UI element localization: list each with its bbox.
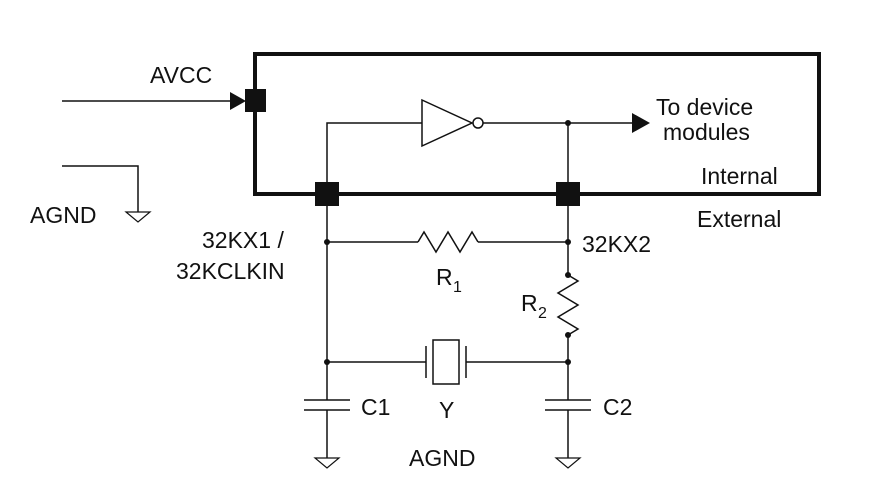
c1-label: C1 (361, 394, 391, 420)
pin-32kx1-label-line2: 32KCLKIN (176, 258, 285, 284)
inverter-icon (421, 98, 474, 148)
avcc-label: AVCC (150, 62, 213, 88)
r2-label: R (521, 290, 538, 316)
r1-label: R (436, 264, 453, 290)
pin-32kx2 (556, 182, 580, 206)
avcc-pin (245, 89, 266, 112)
agnd-bottom-label: AGND (409, 445, 476, 471)
inverter-input-wire (326, 122, 422, 194)
pin-32kx1-label-line1: 32KX1 / (202, 227, 284, 253)
r2-resistor-icon (556, 274, 580, 336)
to-device-arrow (632, 113, 650, 133)
crystal-label: Y (439, 397, 455, 423)
c2-ground-icon (554, 457, 582, 469)
r1-subscript: 1 (453, 279, 462, 296)
inverter-bubble (472, 117, 484, 129)
agnd-left-label: AGND (30, 202, 97, 228)
agnd-left-wire (62, 165, 139, 212)
c1-ground-icon (313, 457, 341, 469)
agnd-left-ground-icon (124, 211, 152, 223)
c2-label: C2 (603, 394, 633, 420)
internal-label: Internal (701, 163, 778, 189)
external-label: External (697, 206, 782, 232)
avcc-arrow (230, 92, 246, 110)
to-device-label-line2: modules (663, 119, 750, 145)
to-device-label-line1: To device (656, 94, 754, 120)
pin-32kx2-label: 32KX2 (582, 231, 652, 257)
chip-boundary (253, 52, 821, 196)
r1-resistor-icon (417, 230, 479, 254)
junction-dot-r2-bottom (565, 332, 571, 338)
crystal-icon (432, 339, 460, 385)
pin-32kx1 (315, 182, 339, 206)
r2-subscript: 2 (538, 305, 547, 322)
